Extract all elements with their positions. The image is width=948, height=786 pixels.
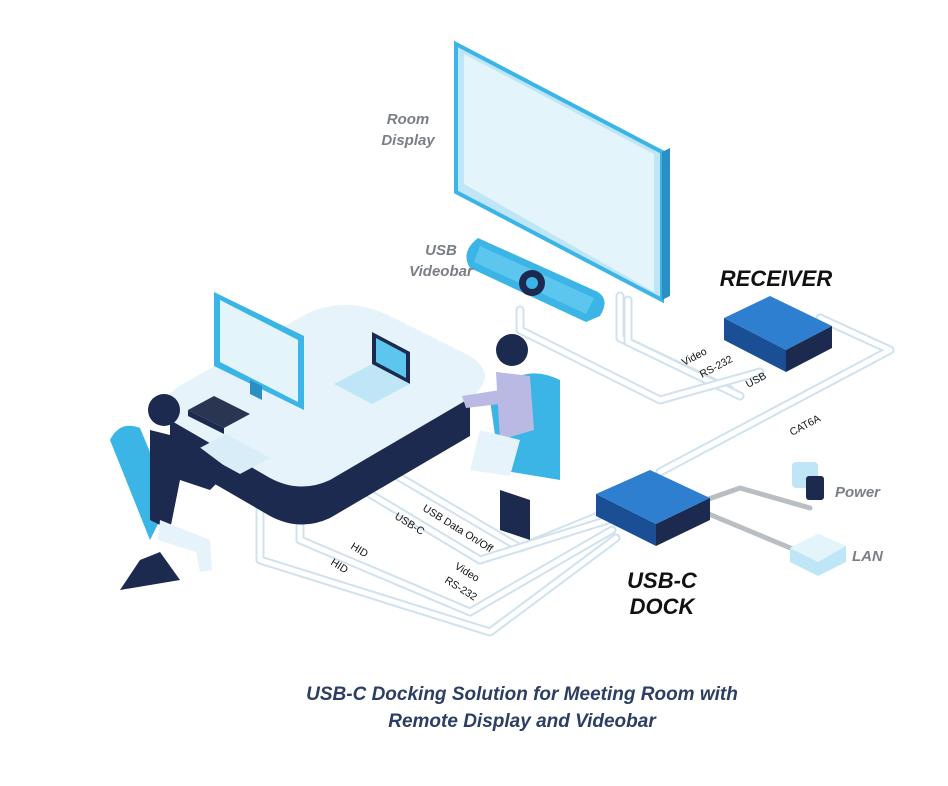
cable-lan (701, 509, 803, 555)
receiver-device (724, 296, 832, 372)
seated-person-left (110, 394, 230, 590)
button-hub (188, 396, 250, 434)
label-room-display-1: Room (387, 111, 430, 128)
cable-label-video-rx: Video (680, 345, 709, 368)
lan-port (790, 534, 846, 576)
label-room-display-2: Display (381, 132, 435, 149)
desk-monitor (214, 292, 304, 410)
label-usb-videobar-2: Videobar (409, 263, 474, 280)
keyboard (196, 434, 270, 474)
caption-line-2: Remote Display and Videobar (388, 711, 657, 732)
label-usb-videobar-1: USB (425, 242, 457, 259)
usb-c-dock-device (596, 470, 710, 546)
room-display (454, 40, 670, 304)
laptop (334, 332, 410, 404)
usb-videobar (466, 238, 605, 322)
cable-label-cat6a: CAT6A (788, 413, 823, 439)
seated-person-right (462, 334, 560, 540)
cable-power (697, 485, 813, 511)
caption-line-1: USB-C Docking Solution for Meeting Room … (306, 684, 738, 705)
label-usb-c-dock-1: USB-C (627, 568, 698, 593)
label-power: Power (835, 484, 881, 501)
label-receiver: RECEIVER (720, 266, 833, 291)
power-adapter (792, 462, 824, 500)
label-lan: LAN (852, 548, 884, 565)
label-usb-c-dock-2: DOCK (630, 594, 697, 619)
